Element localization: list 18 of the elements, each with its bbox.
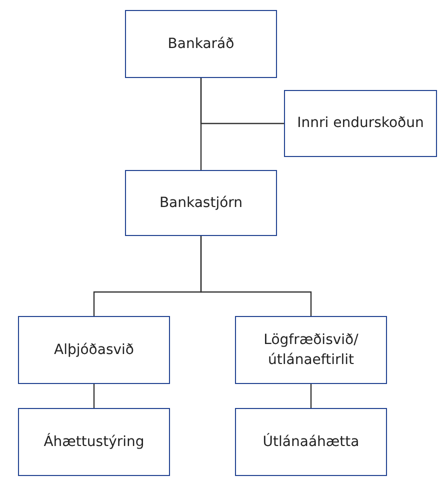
unit-name: Bankaráð bbox=[168, 34, 234, 54]
org-box bbox=[284, 90, 437, 157]
connector-line bbox=[93, 384, 95, 408]
connector-line bbox=[310, 384, 312, 408]
connector-line bbox=[200, 236, 312, 316]
unit-name: Bankastjórn bbox=[159, 194, 243, 213]
unit-name: Alþjóðasvið bbox=[54, 340, 134, 360]
unit-name: Lögfræðisvið/ útlánaeftirlit bbox=[262, 330, 360, 370]
unit-name: Innri endurskoðun bbox=[297, 114, 424, 134]
unit-name: Útlánaáhætta bbox=[262, 432, 360, 452]
org-box bbox=[235, 316, 387, 384]
org-box bbox=[125, 170, 277, 236]
org-box bbox=[235, 408, 387, 476]
unit-name: Áhættustýring bbox=[44, 432, 144, 452]
connector-line bbox=[200, 78, 284, 124]
org-box bbox=[125, 10, 277, 78]
org-box bbox=[18, 316, 170, 384]
org-box bbox=[18, 408, 170, 476]
